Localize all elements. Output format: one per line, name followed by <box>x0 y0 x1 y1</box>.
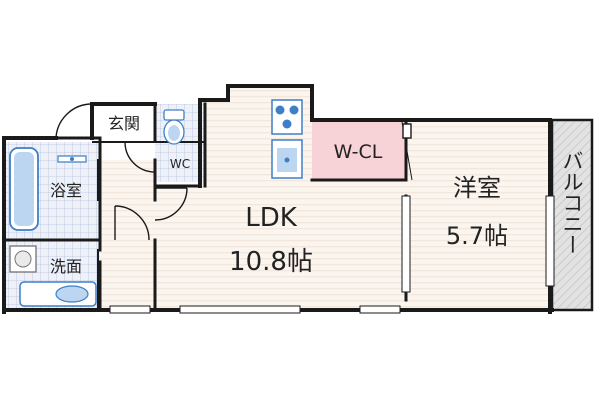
doors <box>55 103 413 241</box>
entrance-door[interactable] <box>55 103 93 139</box>
ldk-floor <box>155 86 550 310</box>
window-hall <box>109 305 151 314</box>
ldk-door[interactable] <box>154 187 188 221</box>
balcony-name: バルコニー <box>560 150 584 255</box>
washing-machine-icon <box>9 245 37 273</box>
western-name: 洋室 <box>453 174 501 202</box>
wcl-floor <box>312 120 406 180</box>
entrance-floor <box>93 104 155 142</box>
fixtures <box>9 99 303 307</box>
windows <box>109 195 555 314</box>
kitchen-sink-icon <box>271 139 303 179</box>
balcony-floor <box>552 120 592 310</box>
faucet-icon <box>57 155 87 163</box>
wash-basin-icon <box>19 281 97 307</box>
wc-name: WC <box>170 157 190 171</box>
toilet-icon <box>163 109 185 145</box>
washroom-door[interactable] <box>114 205 150 241</box>
wc-door[interactable] <box>124 141 156 173</box>
window-west-bottom <box>359 305 401 314</box>
window-ldk <box>179 305 301 314</box>
wcl-name: W-CL <box>334 141 383 163</box>
ldk-size: 10.8帖 <box>229 247 313 277</box>
window-balcony[interactable] <box>545 195 555 287</box>
stove-icon <box>271 99 303 135</box>
ldk-name: LDK <box>245 203 298 233</box>
washroom-name: 洗面 <box>50 257 82 276</box>
western-size: 5.7帖 <box>446 222 508 250</box>
entrance-name: 玄関 <box>108 114 140 133</box>
bathtub-icon <box>9 147 39 231</box>
sliding-door[interactable] <box>401 195 411 293</box>
wcl-door[interactable] <box>402 123 412 139</box>
bath-name: 浴室 <box>50 181 82 200</box>
room-labels: LDK 10.8帖 洋室 5.7帖 W-CL 玄関 浴室 洗面 WC バルコニー <box>50 114 584 277</box>
hallway-floor <box>98 160 155 310</box>
